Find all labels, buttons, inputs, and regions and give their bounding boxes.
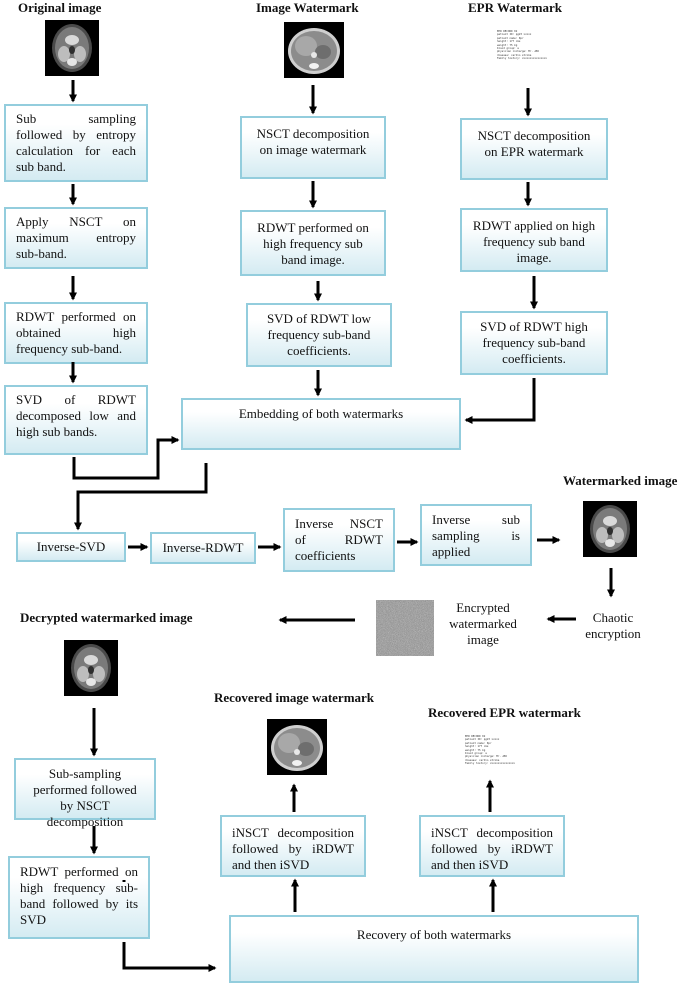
epr-line: patient ID: pg23 xxxxx (497, 33, 532, 37)
box-rdwt-obtained: RDWT performed on obtained high frequenc… (4, 302, 148, 364)
header-image-watermark: Image Watermark (256, 0, 359, 15)
epr-line: Family history: xxxxxxxxxxxxxxxx (465, 762, 515, 766)
arrow (122, 942, 217, 972)
box-subsampling-nsct: Sub-sampling performed followed by NSCT … (14, 758, 156, 829)
recovered-epr-document: EPR RECORD 02 patient ID: pg23 xxxxx pat… (465, 735, 525, 769)
box-rdwt-svd: RDWT performed on high frequency sub-ban… (8, 856, 150, 939)
epr-line: patient name: Kpr (465, 741, 492, 745)
epr-line: blood group: a (465, 752, 487, 756)
arrow (464, 378, 536, 424)
epr-line: disease: cardio stroke (465, 758, 500, 762)
epr-watermark-document: EPR RECORD 02 patient ID: pg23 xxxxx pat… (497, 30, 557, 64)
box-embedding: Embedding of both watermarks (181, 398, 461, 450)
label-chaotic-encryption: Chaotic encryption (585, 610, 641, 641)
epr-line: height: 177 cms (465, 745, 489, 749)
original-mri-image (45, 20, 99, 76)
header-decrypted-image: Decrypted watermarked image (20, 610, 193, 625)
header-epr-watermark: EPR Watermark (468, 0, 562, 15)
epr-line: weight: 75 kg (497, 43, 518, 47)
box-insct-epr: iNSCT decomposition followed by iRDWT an… (419, 815, 565, 877)
box-nsct-epr-watermark: NSCT decomposition on EPR watermark (460, 118, 608, 180)
epr-line: physician incharge: Mr. ABC (497, 50, 540, 54)
epr-line: disease: cardio stroke (497, 53, 532, 57)
box-svd-rdwt-decomposed: SVD of RDWT decomposed low and high sub … (4, 385, 148, 455)
label-encrypted-watermarked-image: Encrypted watermarked image (449, 600, 517, 647)
box-insct-image: iNSCT decomposition followed by iRDWT an… (220, 815, 366, 877)
recovered-image-watermark-ct (267, 719, 327, 775)
box-apply-nsct: Apply NSCT on maximum entropy sub-band. (4, 207, 148, 269)
box-rdwt-epr: RDWT applied on high frequency sub band … (460, 208, 608, 272)
header-original-image: Original image (18, 0, 102, 15)
watermarked-mri-image (583, 501, 637, 557)
box-inverse-subsampling: Inverse sub sampling is applied (420, 504, 532, 566)
epr-line: Family history: xxxxxxxxxxxxxxxx (497, 57, 547, 61)
epr-line: patient ID: pg23 xxxxx (465, 738, 500, 742)
box-rdwt-image: RDWT performed on high frequency sub ban… (240, 210, 386, 276)
epr-line: blood group: a (497, 47, 519, 51)
box-nsct-image-watermark: NSCT decomposition on image watermark (240, 116, 386, 179)
epr-line: height: 177 cms (497, 40, 521, 44)
box-subsampling-entropy: Sub sampling followed by entropy calcula… (4, 104, 148, 182)
epr-line: weight: 75 kg (465, 748, 486, 752)
image-watermark-ct (284, 22, 344, 78)
epr-line: EPR RECORD 02 (497, 30, 518, 33)
box-inverse-nsct: Inverse NSCT of RDWT coefficients (283, 508, 395, 572)
box-inverse-svd: Inverse-SVD (16, 532, 126, 562)
box-inverse-rdwt: Inverse-RDWT (150, 532, 256, 564)
encrypted-noise-image (376, 600, 434, 656)
epr-line: physician incharge: Mr. ABC (465, 755, 508, 759)
box-svd-epr: SVD of RDWT high frequency sub-band coef… (460, 311, 608, 375)
box-svd-image: SVD of RDWT low frequency sub-band coeff… (246, 303, 392, 367)
arrow (74, 463, 208, 531)
epr-line: EPR RECORD 02 (465, 735, 486, 738)
header-recovered-image-watermark: Recovered image watermark (214, 690, 375, 705)
decrypted-mri-image (64, 640, 118, 696)
epr-line: patient name: Kpr (497, 36, 524, 40)
arrow (72, 436, 180, 480)
header-watermarked-image: Watermarked image (563, 473, 678, 488)
box-recovery: Recovery of both watermarks (229, 915, 639, 983)
header-recovered-epr-watermark: Recovered EPR watermark (428, 705, 581, 720)
